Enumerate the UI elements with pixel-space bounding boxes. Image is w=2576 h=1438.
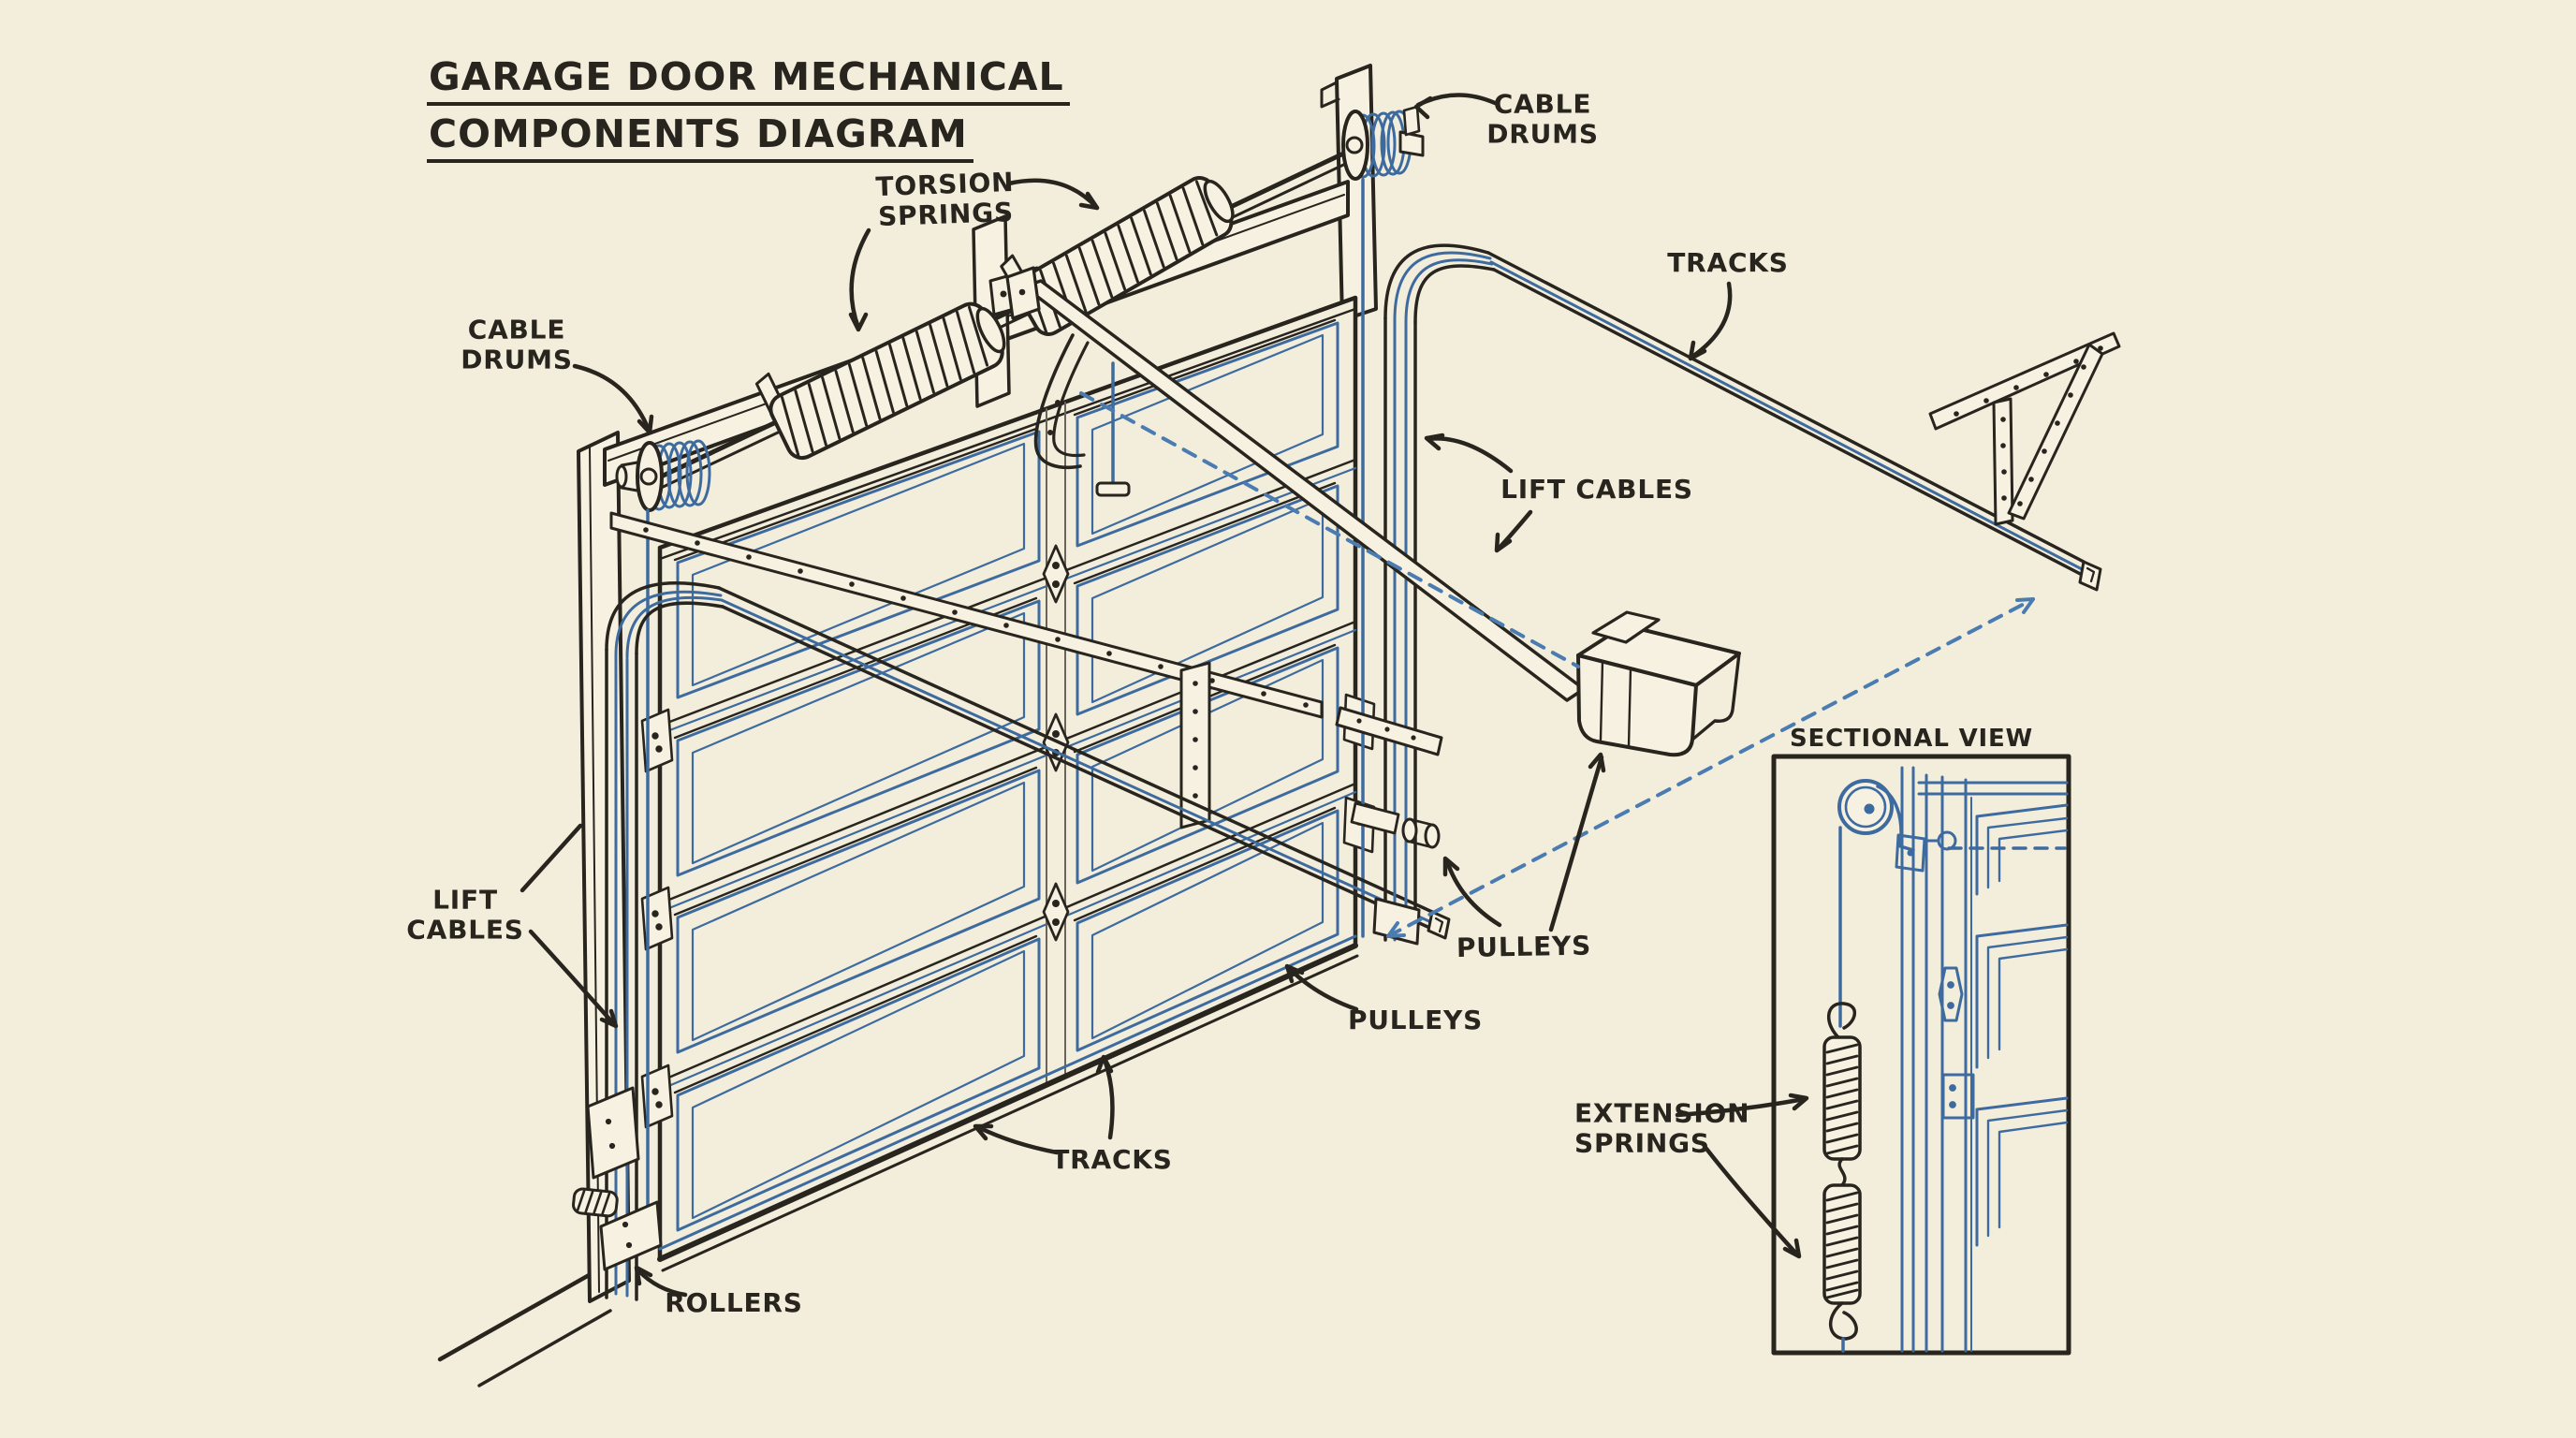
door-arm [1033, 333, 1090, 470]
torsion-shaft [652, 145, 1358, 492]
label-sectional-view: SECTIONAL VIEW [1789, 724, 2034, 753]
label-cable-drums-left: CABLE DRUMS [461, 314, 573, 375]
punched-angle-support [609, 511, 1324, 719]
annotation-arrows [520, 93, 1809, 1298]
diagram-title: GARAGE DOOR MECHANICAL COMPONENTS DIAGRA… [427, 58, 1070, 172]
track-hanger-bracket [1928, 331, 2121, 526]
inset-pulley [1837, 779, 1926, 1028]
opener-rail [1005, 266, 1586, 702]
dashed-rail-path [1079, 391, 1580, 668]
diagram-title-line2: COMPONENTS DIAGRAM [427, 115, 973, 163]
track-left [605, 581, 1451, 1301]
label-rollers: ROLLERS [665, 1286, 803, 1318]
label-cable-drums-right: CABLE DRUMS [1486, 88, 1599, 150]
pulley-bracket-assembly [1335, 706, 1443, 849]
label-torsion-springs: TORSION SPRINGS [874, 166, 1015, 233]
label-tracks-right: TRACKS [1667, 246, 1789, 278]
inset-door-section [1900, 766, 2069, 1353]
label-lift-cables-left: LIFT CABLES [406, 884, 524, 946]
inset-box [1771, 754, 2071, 1356]
label-pulleys-lower: PULLEYS [1347, 1004, 1484, 1035]
label-extension-springs: EXTENSION SPRINGS [1574, 1097, 1750, 1159]
door-panels [676, 321, 1339, 1232]
bottom-roller-detail [572, 1086, 663, 1271]
release-cord [1095, 361, 1131, 497]
label-pulleys-upper: PULLEYS [1456, 930, 1592, 964]
torsion-spring-left [754, 301, 1006, 461]
inset-extension-springs [1822, 1002, 1862, 1353]
cable-drum-right [1341, 105, 1425, 181]
cable-drum-left [615, 439, 711, 512]
dashed-travel-path [1386, 597, 2035, 938]
track-right [1372, 243, 2102, 946]
diagram-title-line1: GARAGE DOOR MECHANICAL [427, 58, 1070, 106]
sectional-view-inset [1771, 754, 2071, 1356]
label-tracks-bottom: TRACKS [1051, 1143, 1173, 1175]
label-lift-cables-right: LIFT CABLES [1500, 473, 1693, 505]
garage-door-opener [1576, 610, 1741, 757]
